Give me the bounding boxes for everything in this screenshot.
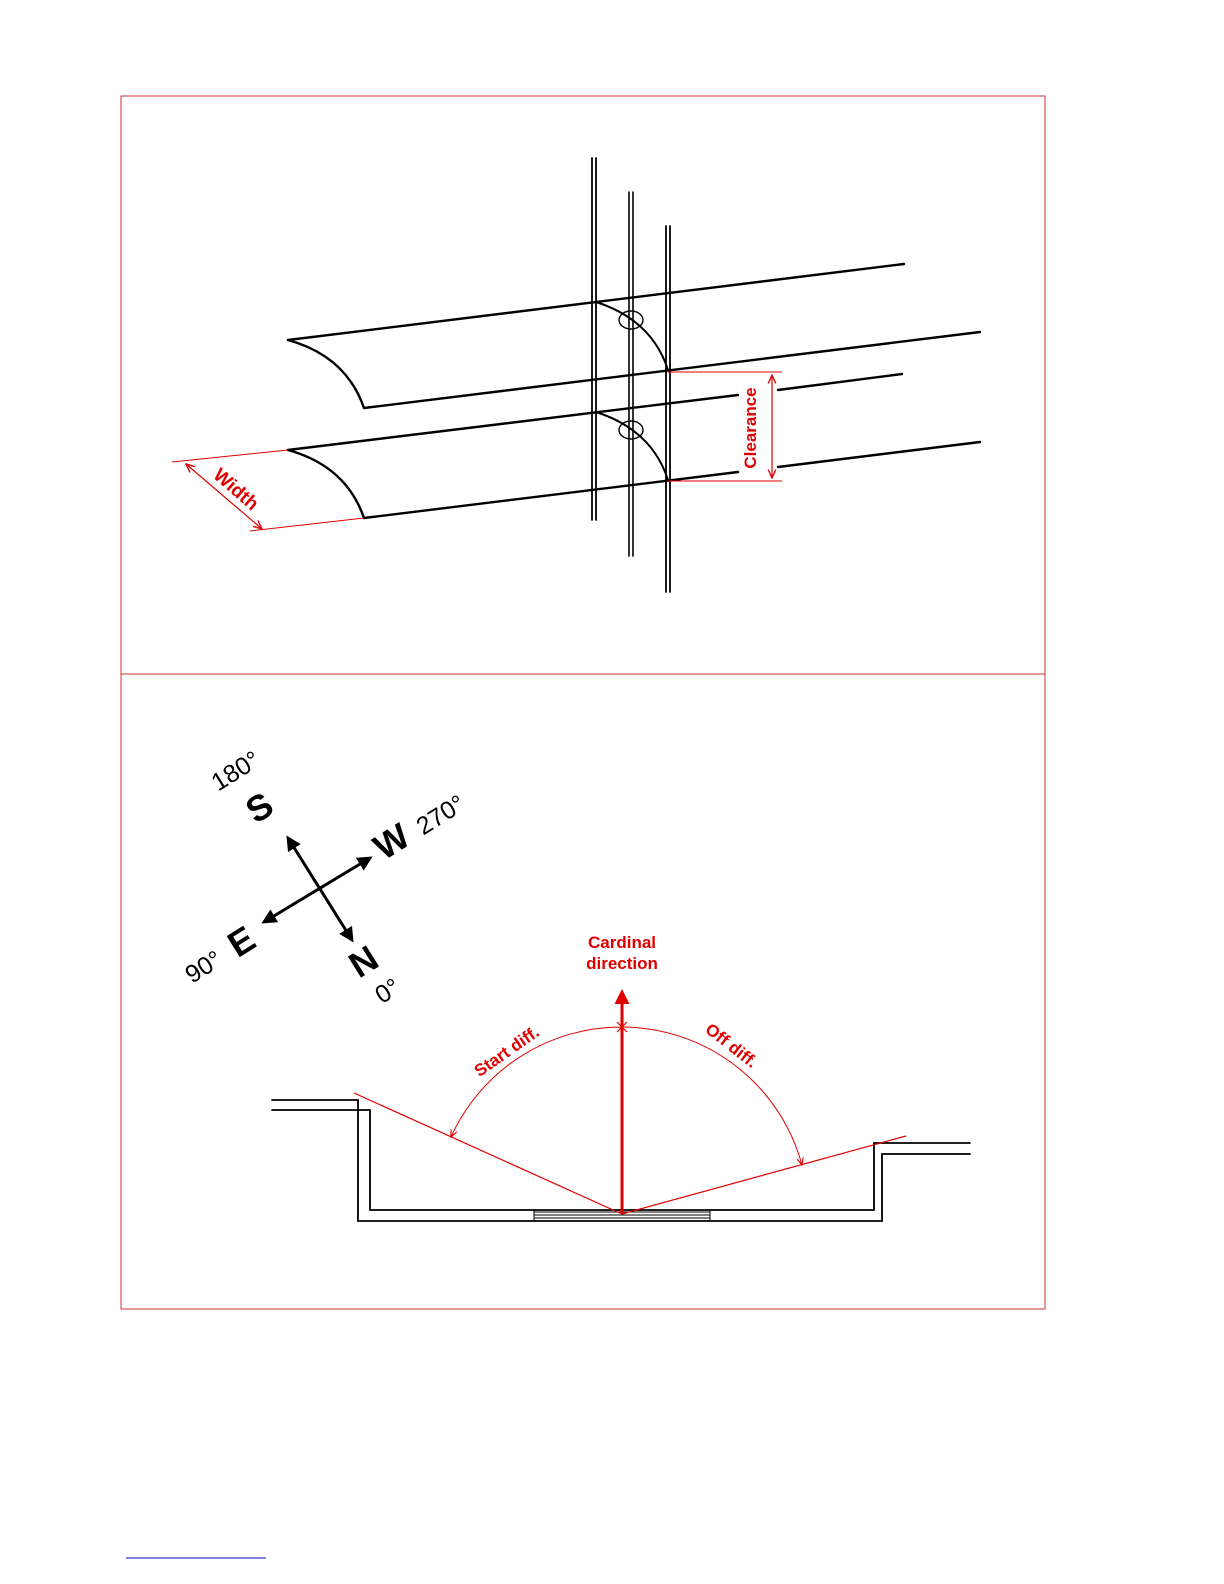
vertical-post-3	[666, 226, 670, 592]
width-dimension	[172, 450, 364, 531]
cardinal-direction-label-line1: Cardinal	[588, 933, 656, 952]
clearance-label: Clearance	[741, 387, 760, 468]
off-diff-label: Off diff.	[702, 1020, 761, 1072]
off-diff-arc	[622, 1027, 802, 1165]
start-diff-label: Start diff.	[471, 1022, 543, 1080]
start-diff-arc	[451, 1027, 622, 1137]
vertical-post-1	[592, 158, 596, 520]
louvre-blade-upper	[288, 264, 980, 408]
angle-annotations	[354, 992, 906, 1214]
east-west-arrow	[264, 858, 370, 922]
compass-south-letter: S	[238, 784, 280, 831]
off-diff-ray	[622, 1136, 906, 1214]
start-diff-ray	[354, 1093, 622, 1214]
louvre-diagram: Width Clearance	[172, 158, 980, 592]
louvre-blade-lower	[288, 374, 980, 518]
compass-north-letter: N	[341, 937, 385, 986]
top-panel-frame	[121, 96, 1045, 674]
compass-rose: S W E N 180° 270° 90° 0°	[180, 746, 470, 1010]
compass-east-degrees: 90°	[180, 945, 227, 989]
compass-west-degrees: 270°	[411, 790, 470, 841]
compass-north-degrees: 0°	[370, 973, 405, 1009]
cardinal-direction-label-line2: direction	[586, 954, 658, 973]
compass-east-letter: E	[220, 918, 262, 965]
clearance-dimension	[668, 372, 782, 481]
compass-west-letter: W	[366, 815, 417, 868]
